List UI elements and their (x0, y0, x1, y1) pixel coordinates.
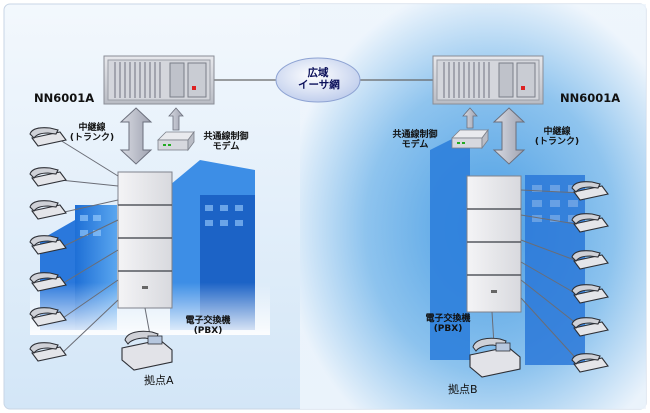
pbx-label-a-line1: 電子交換機 (185, 316, 231, 326)
modem-label-a-line2: モデム (212, 142, 240, 153)
fax-b (469, 337, 521, 378)
modem-label-b-line2: モデム (401, 140, 429, 151)
wan-label-line1: 広域 (307, 67, 329, 79)
phones-a (29, 127, 67, 362)
trunk-label-b: 中継線 (トランク) (532, 127, 582, 148)
modem-label-a-line1: 共通線制御 (203, 132, 249, 142)
fax-a (121, 330, 173, 371)
pbx-a (117, 171, 173, 309)
trunk-label-a: 中継線 (トランク) (68, 123, 116, 144)
pbx-label-b-line2: (PBX) (433, 324, 463, 335)
modem-arrow-b (462, 107, 478, 129)
modem-label-b-line1: 共通線制御 (392, 130, 438, 140)
pbx-label-a: 電子交換機 (PBX) (178, 316, 238, 337)
phone-lines-b (491, 189, 583, 366)
trunk-arrow-b (492, 107, 526, 165)
wan-label-line2: イーサ網 (298, 79, 340, 92)
site-name-a: 拠点A (144, 374, 174, 387)
pbx-label-b: 電子交換機 (PBX) (418, 314, 478, 335)
pbx-label-a-line2: (PBX) (193, 326, 223, 337)
phones-b (571, 181, 609, 373)
phone-lines-a (59, 139, 151, 356)
modem-arrow-a (168, 107, 184, 131)
pbx-label-b-line1: 電子交換機 (425, 314, 471, 324)
trunk-arrow-a (119, 107, 153, 165)
device-label-a: NN6001A (34, 91, 95, 105)
site-b-buildings (430, 130, 585, 365)
nn6001a-rack-a (103, 55, 215, 105)
modem-a (157, 130, 195, 152)
wan-cloud (275, 57, 361, 103)
wan-label: 広域 イーサ網 (298, 67, 340, 92)
modem-label-b: 共通線制御 モデム (385, 130, 445, 151)
device-label-b: NN6001A (560, 91, 621, 105)
nn6001a-rack-b (432, 55, 544, 105)
modem-label-a: 共通線制御 モデム (196, 132, 256, 153)
pbx-b (466, 175, 522, 313)
trunk-label-b-line2: (トランク) (534, 137, 580, 148)
trunk-label-a-line1: 中継線 (78, 123, 106, 133)
modem-b (451, 128, 489, 150)
trunk-label-b-line1: 中継線 (543, 127, 571, 137)
trunk-label-a-line2: (トランク) (69, 133, 115, 144)
site-name-b: 拠点B (448, 383, 478, 396)
